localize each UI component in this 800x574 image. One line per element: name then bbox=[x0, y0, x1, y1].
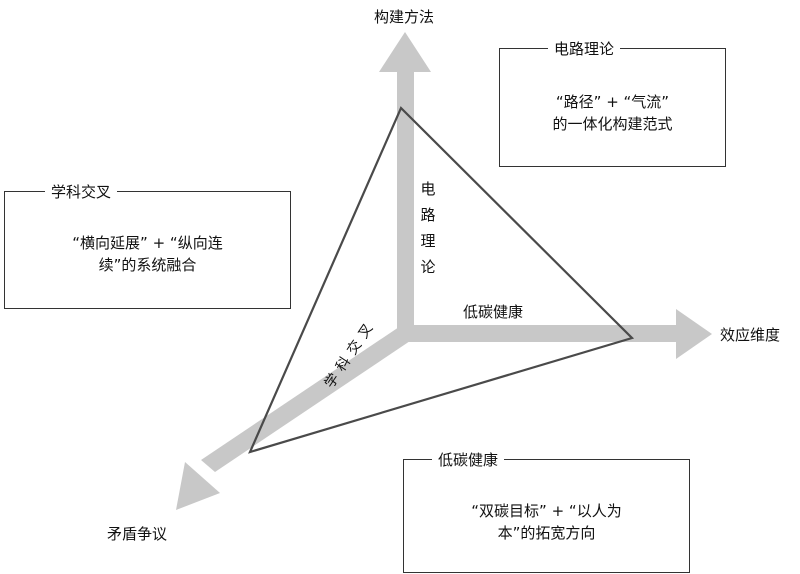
low-carbon-box: 低碳健康 “双碳目标” + “以人为 本”的拓宽方向 bbox=[403, 449, 690, 573]
circuit-theory-box-title: 电路理论 bbox=[548, 38, 621, 59]
low-carbon-line-2: 本”的拓宽方向 bbox=[497, 524, 596, 542]
inner-label-circuit-theory: 电路理论 bbox=[420, 180, 436, 276]
horizontal-axis-arrowhead bbox=[676, 309, 712, 359]
horizontal-axis-shaft bbox=[405, 325, 685, 342]
vertical-axis-arrowhead bbox=[379, 32, 431, 72]
diagonal-axis-shaft bbox=[201, 327, 413, 472]
circuit-theory-box: 电路理论 “路径” + “气流” 的一体化构建范式 bbox=[499, 38, 726, 167]
interdisciplinary-box-title: 学科交叉 bbox=[45, 181, 118, 202]
triangle-outline bbox=[248, 106, 635, 454]
axis-label-methods: 构建方法 bbox=[374, 8, 435, 26]
circuit-theory-line-1: “路径” + “气流” bbox=[555, 93, 670, 111]
interdisciplinary-line-1: “横向延展” + “纵向连 bbox=[72, 234, 223, 252]
interdisciplinary-line-2: 续”的系统融合 bbox=[98, 256, 197, 274]
circuit-theory-line-2: 的一体化构建范式 bbox=[552, 115, 673, 133]
inner-label-low-carbon: 低碳健康 bbox=[463, 303, 524, 321]
diagonal-axis-arrowhead bbox=[176, 462, 220, 510]
low-carbon-line-1: “双碳目标” + “以人为 bbox=[471, 502, 622, 520]
interdisciplinary-box: 学科交叉 “横向延展” + “纵向连 续”的系统融合 bbox=[4, 181, 291, 309]
interdisciplinary-box-text: “横向延展” + “纵向连 续”的系统融合 bbox=[5, 232, 290, 276]
low-carbon-box-text: “双碳目标” + “以人为 本”的拓宽方向 bbox=[404, 500, 689, 544]
low-carbon-box-title: 低碳健康 bbox=[432, 449, 505, 470]
vertical-axis-shaft bbox=[397, 68, 414, 340]
axis-label-effect: 效应维度 bbox=[720, 326, 781, 344]
axis-label-controversy: 矛盾争议 bbox=[107, 525, 168, 543]
circuit-theory-box-text: “路径” + “气流” 的一体化构建范式 bbox=[500, 91, 725, 135]
